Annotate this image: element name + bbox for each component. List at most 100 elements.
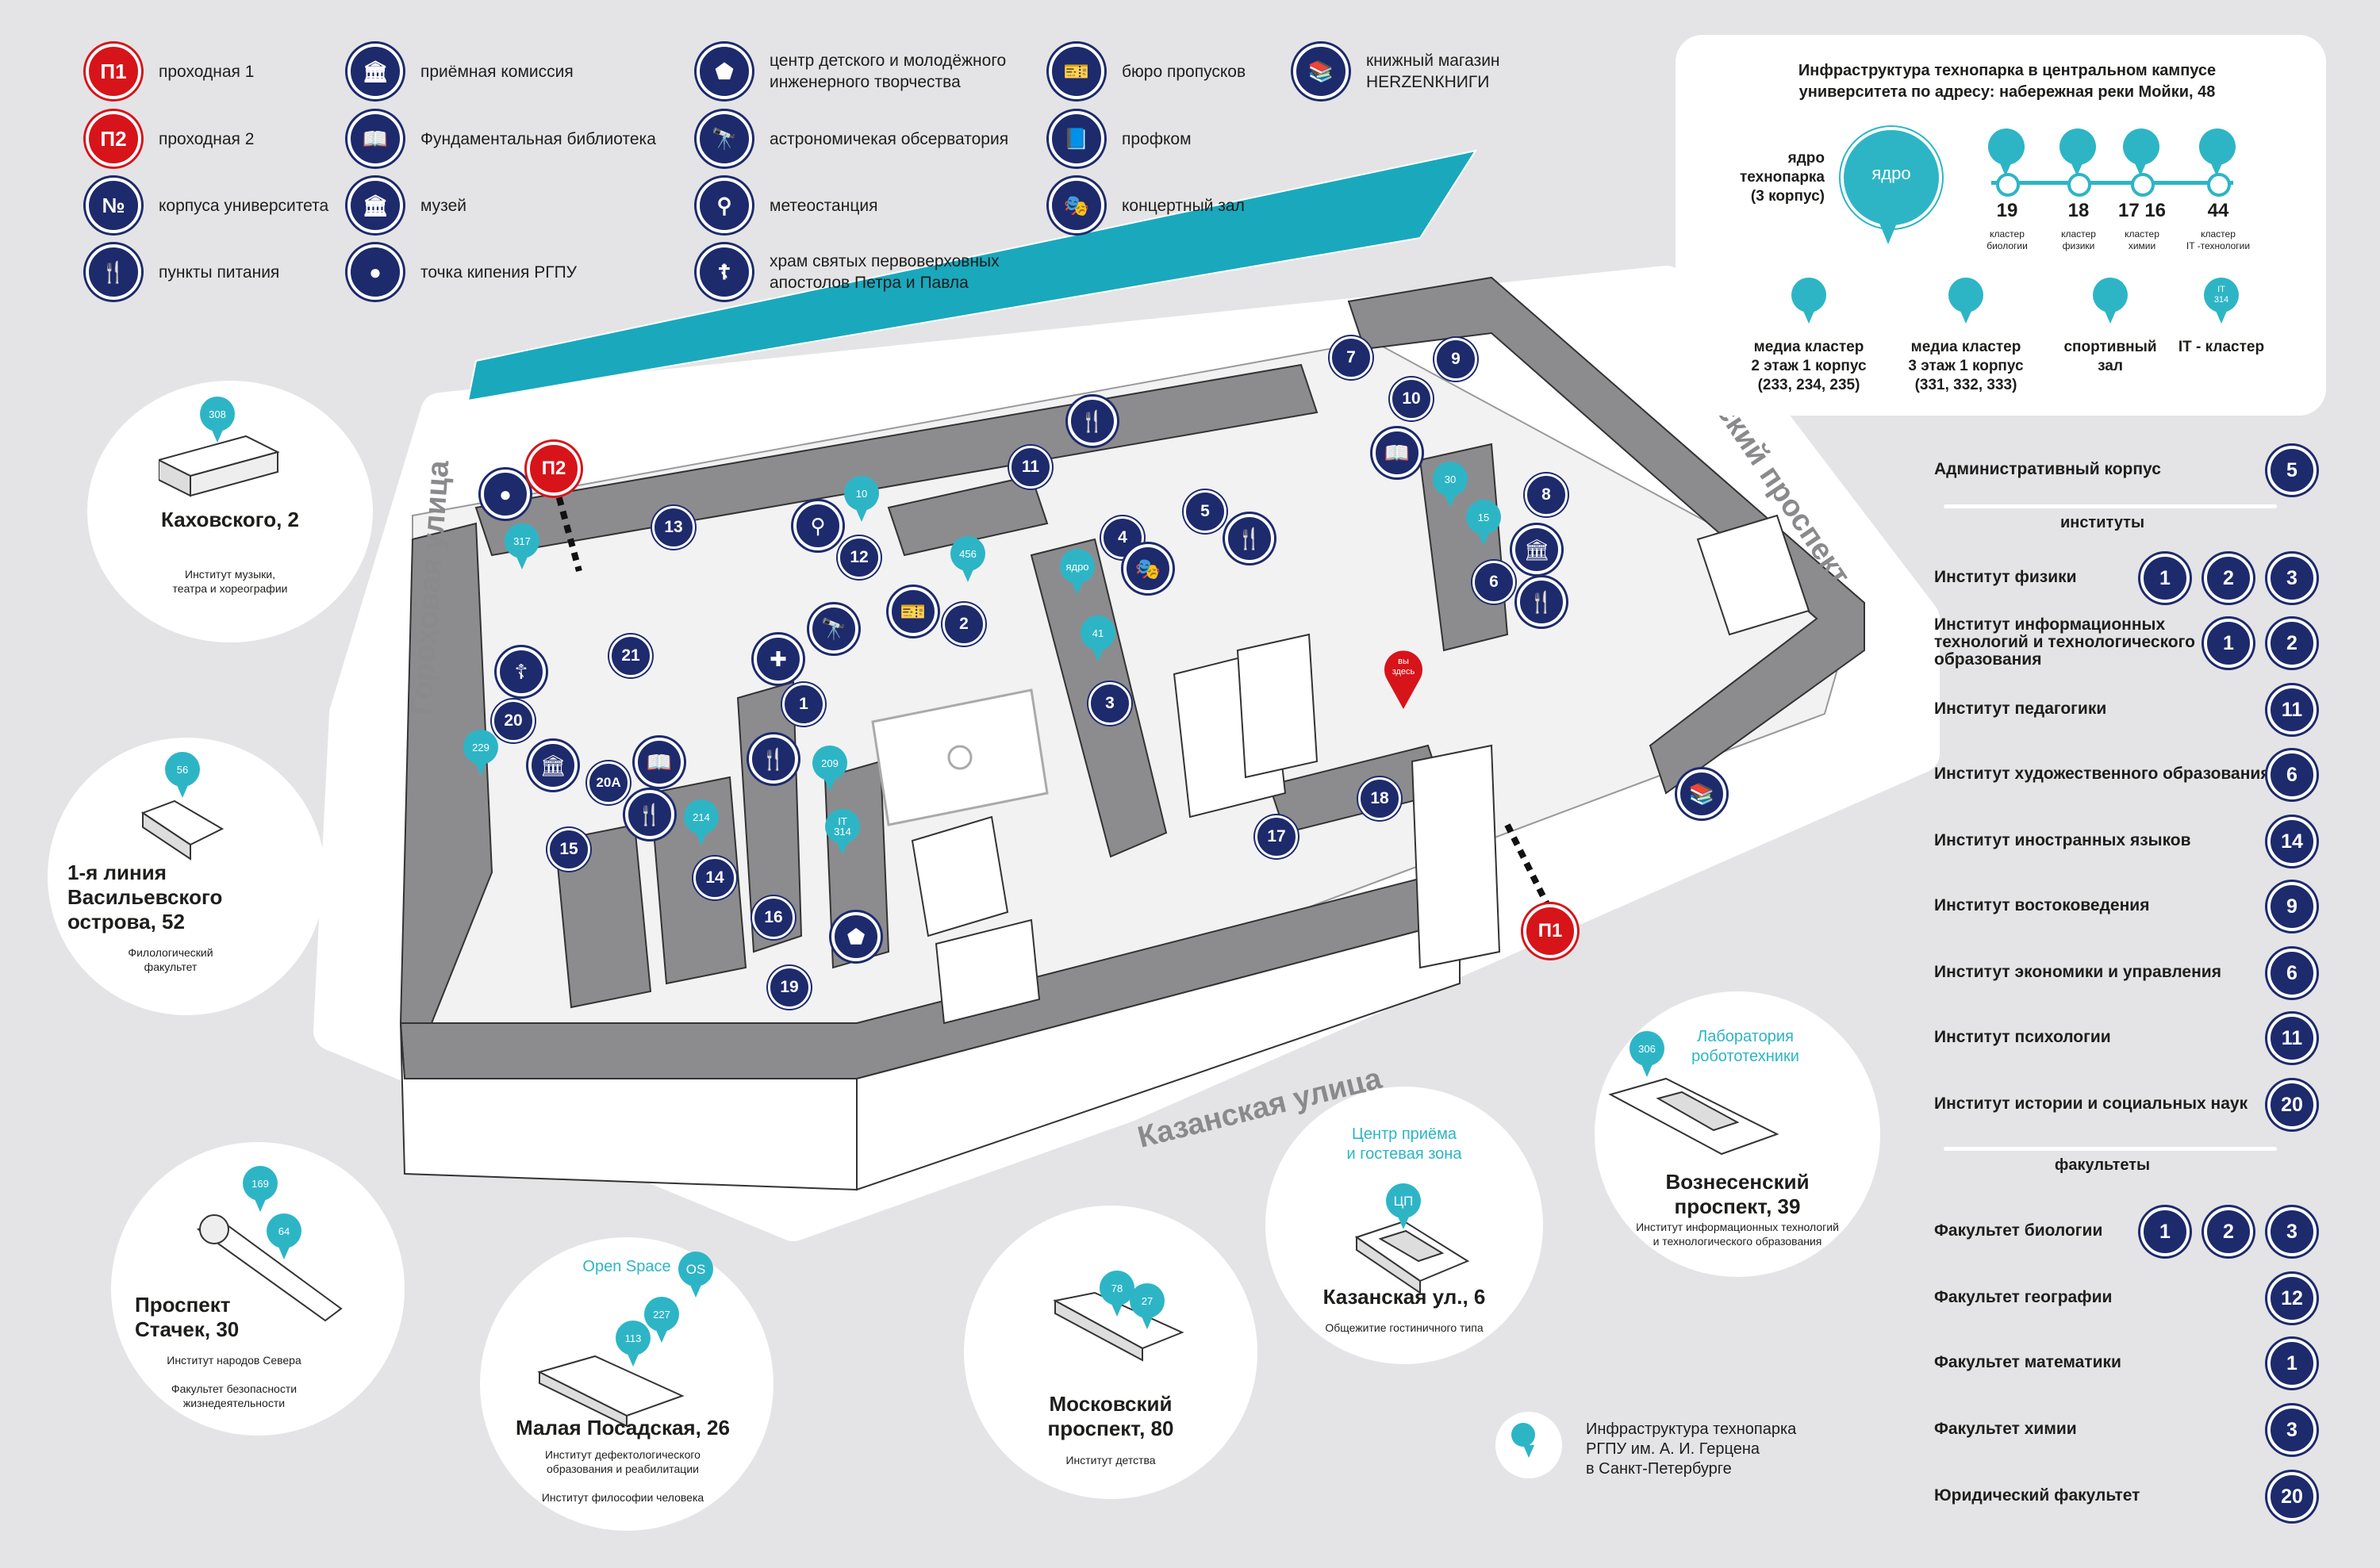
building-marker[interactable]: 12 [838, 536, 881, 579]
technopark-pin[interactable]: 209 [812, 746, 847, 792]
concert-hall-icon[interactable]: 🎭 [1123, 544, 1173, 593]
food-icon[interactable]: 🍴 [625, 790, 674, 839]
dna-icon [1988, 128, 2025, 176]
list-building-number[interactable]: 3 [2267, 1207, 2317, 1256]
building-marker[interactable]: 11 [1009, 446, 1052, 489]
church-icon[interactable]: ☦ [497, 647, 546, 696]
telescope-icon[interactable]: 🔭 [809, 604, 858, 654]
building-marker[interactable]: 21 [609, 634, 652, 677]
building-marker[interactable]: 7 [1330, 336, 1372, 379]
pass-2-marker[interactable]: П2 [527, 442, 581, 496]
list-building-number[interactable]: 9 [2267, 882, 2317, 931]
core-pin-circle [1841, 127, 1942, 228]
brain-icon [2199, 128, 2236, 176]
pass-1-marker[interactable]: П1 [1523, 904, 1577, 958]
cluster-label: кластер химии [2125, 228, 2159, 251]
bubble-kakhovskogo-sub: Институт музыки, театра и хореографии [172, 568, 288, 595]
bubble-moskovsky-title: Московский проспект, 80 [1047, 1392, 1174, 1440]
legend-label: концертный зал [1122, 196, 1245, 215]
technopark-pin[interactable]: 15 [1466, 500, 1501, 546]
sports-field [871, 688, 1049, 826]
list-building-number[interactable]: 1 [2204, 619, 2253, 668]
building-marker[interactable]: 9 [1434, 338, 1477, 381]
pin-308: 308 [200, 397, 235, 443]
list-building-number[interactable]: 2 [2204, 554, 2253, 603]
bookstore-icon: 📚 [1293, 44, 1349, 99]
legend-label: астрономичекая обсерватория [770, 129, 1009, 148]
technopark-pin[interactable]: 317 [505, 523, 539, 569]
food-icon[interactable]: 🍴 [1068, 397, 1117, 446]
list-building-number[interactable]: 3 [2267, 554, 2317, 603]
building-marker[interactable]: 18 [1358, 777, 1401, 820]
museum-icon[interactable]: 🏛 [528, 741, 578, 790]
list-building-number[interactable]: 11 [2267, 1014, 2317, 1063]
extra-label: медиа кластер 2 этаж 1 корпус (233, 234,… [1751, 339, 1867, 393]
list-building-number[interactable]: 2 [2204, 1207, 2253, 1256]
library-icon[interactable]: 📖 [635, 738, 684, 787]
list-building-number[interactable]: 20 [2267, 1472, 2317, 1521]
boiling-point-icon[interactable]: ● [481, 470, 530, 519]
list-building-number[interactable]: 6 [2267, 750, 2317, 799]
legend-label: Фундаментальная библиотека [420, 129, 656, 148]
technopark-pin[interactable]: 41 [1081, 615, 1115, 661]
admission-icon: 🏛 [347, 44, 403, 99]
list-building-number[interactable]: 2 [2267, 619, 2317, 668]
list-building-number[interactable]: 1 [2140, 554, 2190, 603]
list-building-number[interactable]: 3 [2267, 1405, 2317, 1455]
bubble-kakhovskogo-title: Каховского, 2 [161, 508, 299, 531]
building-marker[interactable]: 6 [1472, 561, 1515, 604]
list-building-number[interactable]: 5 [2267, 446, 2317, 495]
pin-113: 113 [616, 1321, 651, 1367]
technopark-pin[interactable]: 10 [844, 476, 879, 522]
legend-item: ●точка кипения РГПУ [347, 244, 577, 300]
food-icon[interactable]: 🍴 [1517, 577, 1566, 627]
bubble-moskovsky[interactable] [964, 1206, 1257, 1499]
building-marker[interactable]: 10 [1390, 378, 1433, 420]
pass-office-icon[interactable]: 🎫 [889, 587, 938, 636]
pin-169: 169 [243, 1166, 278, 1212]
bubble-voznesensky-tag: Лаборатория робототехники [1691, 1028, 1799, 1065]
list-building-number[interactable]: 1 [2267, 1339, 2317, 1388]
building-marker[interactable]: 19 [768, 966, 811, 1009]
weather-station-icon: ⚲ [697, 178, 752, 233]
building-marker[interactable]: 20 [492, 700, 535, 742]
list-building-number[interactable]: 1 [2140, 1207, 2190, 1256]
building-marker[interactable]: 8 [1525, 473, 1568, 516]
building-marker[interactable]: 17 [1255, 815, 1298, 858]
core-pin-tail [1877, 217, 1899, 244]
list-label: Институт информационных технологий и тех… [1934, 615, 2195, 669]
building-marker[interactable]: 13 [652, 506, 695, 549]
weather-station-icon[interactable]: ⚲ [793, 501, 843, 550]
building-marker[interactable]: 5 [1184, 490, 1226, 533]
building-marker[interactable]: 20А [587, 761, 630, 804]
building-marker[interactable]: 14 [693, 857, 736, 899]
cluster-node [2067, 173, 2091, 197]
youth-engineering-icon[interactable]: ⬟ [831, 912, 881, 961]
list-building-number[interactable]: 6 [2267, 949, 2317, 998]
food-icon[interactable]: 🍴 [749, 734, 798, 784]
technopark-pin[interactable]: 229 [463, 730, 498, 776]
legend-label: проходная 2 [159, 129, 255, 148]
list-building-number[interactable]: 11 [2267, 685, 2317, 734]
bookstore-icon[interactable]: 📚 [1677, 769, 1726, 819]
building-marker[interactable]: 1 [782, 683, 825, 726]
camera-icon[interactable]: ✚ [754, 634, 803, 684]
technopark-pin[interactable]: IT 314 [825, 809, 860, 855]
building-marker[interactable]: 2 [942, 603, 985, 646]
admission-icon[interactable]: 🏛 [1512, 525, 1561, 574]
list-building-number[interactable]: 14 [2267, 817, 2317, 866]
building-marker[interactable]: 15 [547, 828, 590, 871]
technopark-pin[interactable]: 214 [684, 799, 719, 845]
building-marker[interactable]: 16 [752, 896, 795, 939]
technopark-panel [1676, 35, 2326, 416]
list-building-number[interactable]: 12 [2267, 1274, 2317, 1323]
technopark-pin[interactable]: 456 [950, 536, 985, 582]
list-label: Факультет математики [1934, 1353, 2121, 1371]
cluster-number: 18 [2067, 200, 2090, 221]
list-building-number[interactable]: 20 [2267, 1080, 2317, 1129]
building-marker[interactable]: 3 [1088, 682, 1131, 725]
technopark-pin[interactable]: 30 [1433, 462, 1468, 508]
technopark-pin[interactable]: ядро [1060, 549, 1095, 595]
library-icon[interactable]: 📖 [1372, 428, 1422, 477]
food-icon[interactable]: 🍴 [1225, 514, 1274, 563]
